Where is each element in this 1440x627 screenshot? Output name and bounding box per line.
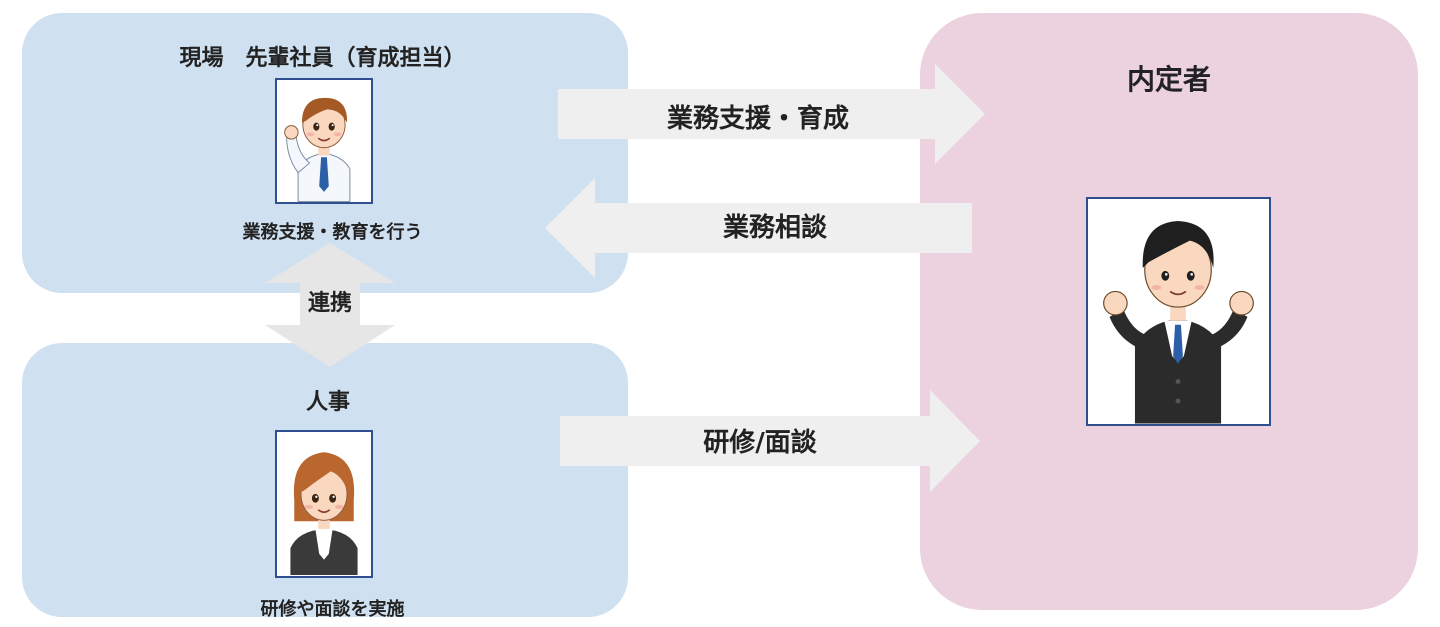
new-hire-title: 内定者 [920,58,1418,98]
hr-caption: 研修や面談を実施 [200,595,465,621]
senior-staff-title: 現場 先輩社員（育成担当） [0,40,645,72]
female-staff-illustration [277,432,371,576]
male-staff-illustration [277,80,371,202]
new-hire-portrait [1086,197,1271,426]
support-arrow-label: 業務支援・育成 [558,98,958,135]
hr-portrait [275,430,373,578]
senior-staff-portrait [275,78,373,204]
cooperation-arrow-label: 連携 [270,285,390,317]
new-hire-illustration [1088,199,1269,424]
hr-title: 人事 [0,384,656,416]
consult-arrow-label: 業務相談 [575,207,975,244]
training-arrow-label: 研修/面談 [560,422,960,459]
senior-staff-caption: 業務支援・教育を行う [200,218,465,244]
